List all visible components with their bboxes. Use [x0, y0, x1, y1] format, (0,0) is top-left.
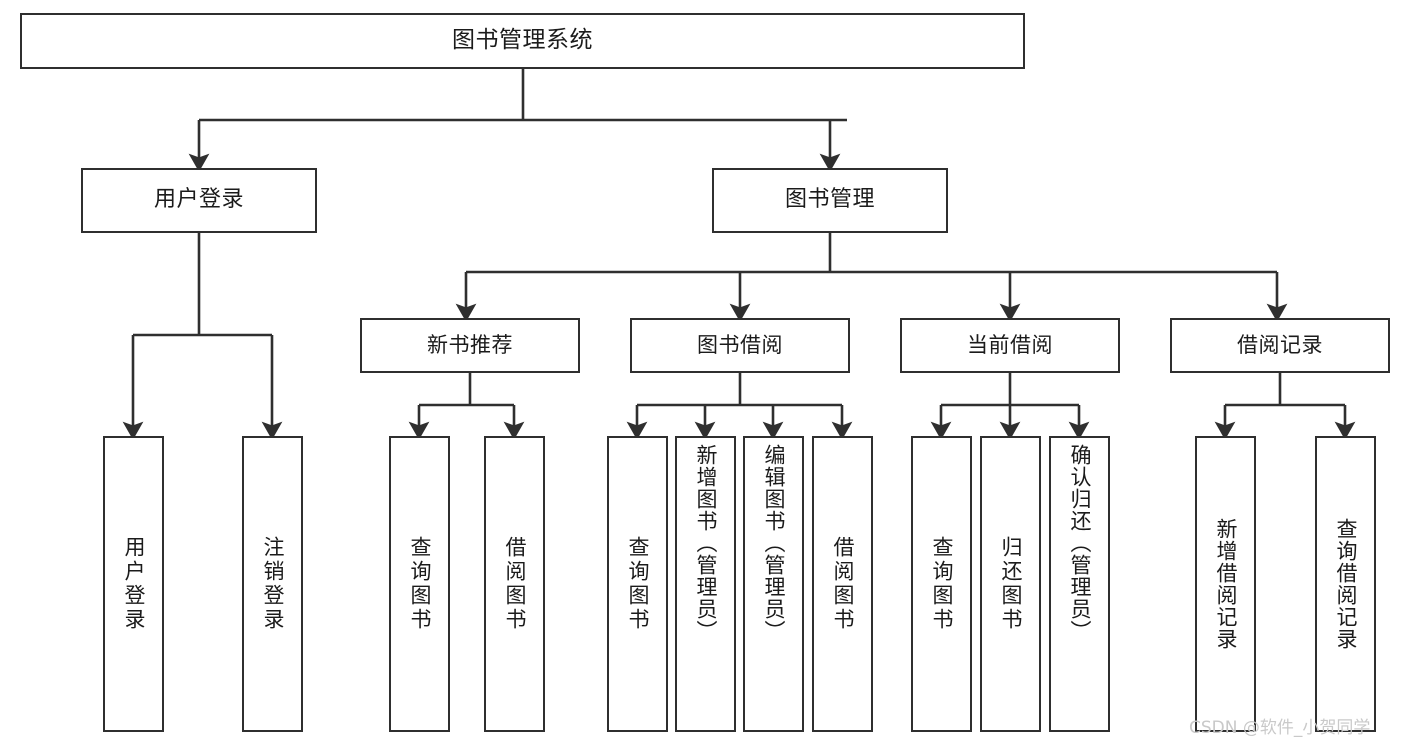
- node-label: 用户登录: [153, 187, 244, 213]
- node-book-borrow[interactable]: 图书借阅: [630, 318, 850, 373]
- node-label: 用户登录: [122, 536, 146, 632]
- node-leaf-query-book-2[interactable]: 查询图书: [607, 436, 668, 732]
- node-label: 查询图书: [930, 536, 954, 632]
- node-root-system[interactable]: 图书管理系统: [20, 13, 1025, 69]
- node-label: 借阅记录: [1237, 332, 1323, 357]
- node-leaf-borrow-book-2[interactable]: 借阅图书: [812, 436, 873, 732]
- node-label: 当前借阅: [967, 332, 1053, 357]
- node-user-login[interactable]: 用户登录: [81, 168, 317, 233]
- node-label: 新增借阅记录: [1214, 518, 1238, 650]
- node-label: 图书管理: [784, 187, 875, 213]
- node-leaf-add-book[interactable]: 新增图书（管理员）: [675, 436, 736, 732]
- node-leaf-add-record[interactable]: 新增借阅记录: [1195, 436, 1256, 732]
- node-label: 借阅图书: [831, 536, 855, 632]
- node-label: 确认归还（管理员）: [1068, 444, 1092, 642]
- node-current-borrow[interactable]: 当前借阅: [900, 318, 1120, 373]
- node-label: 查询图书: [408, 536, 432, 632]
- node-leaf-query-record[interactable]: 查询借阅记录: [1315, 436, 1376, 732]
- node-leaf-borrow-book-1[interactable]: 借阅图书: [484, 436, 545, 732]
- node-label: 新增图书（管理员）: [694, 444, 718, 642]
- node-leaf-logout[interactable]: 注销登录: [242, 436, 303, 732]
- node-label: 新书推荐: [427, 332, 513, 357]
- node-leaf-query-book-1[interactable]: 查询图书: [389, 436, 450, 732]
- node-new-book-rec[interactable]: 新书推荐: [360, 318, 580, 373]
- node-label: 注销登录: [261, 536, 285, 632]
- node-label: 编辑图书（管理员）: [762, 444, 786, 642]
- node-label: 图书借阅: [697, 332, 783, 357]
- node-leaf-return-book[interactable]: 归还图书: [980, 436, 1041, 732]
- node-label: 借阅图书: [503, 536, 527, 632]
- node-leaf-query-book-3[interactable]: 查询图书: [911, 436, 972, 732]
- node-borrow-record[interactable]: 借阅记录: [1170, 318, 1390, 373]
- watermark: CSDN @软件_小贺同学: [1189, 718, 1371, 738]
- node-label: 查询借阅记录: [1334, 518, 1358, 650]
- node-label: 归还图书: [999, 536, 1023, 632]
- node-leaf-confirm-return[interactable]: 确认归还（管理员）: [1049, 436, 1110, 732]
- node-leaf-user-login[interactable]: 用户登录: [103, 436, 164, 732]
- node-leaf-edit-book[interactable]: 编辑图书（管理员）: [743, 436, 804, 732]
- node-label: 图书管理系统: [452, 27, 593, 54]
- node-book-manage[interactable]: 图书管理: [712, 168, 948, 233]
- node-label: 查询图书: [626, 536, 650, 632]
